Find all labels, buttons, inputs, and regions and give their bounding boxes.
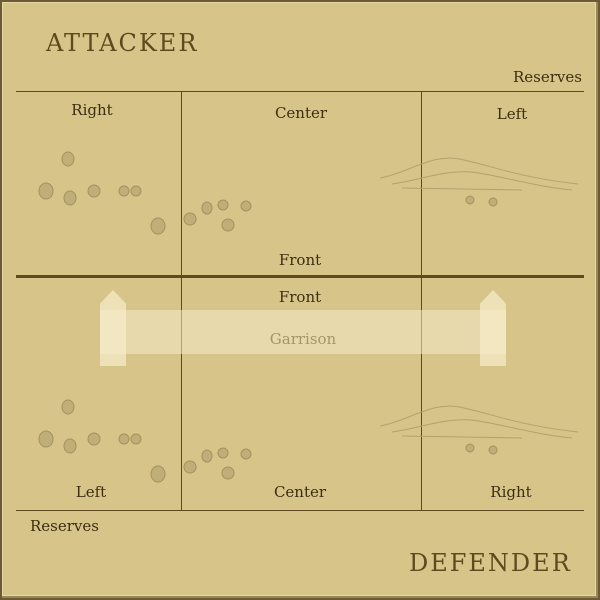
hill-icon-bottom [379, 405, 579, 439]
tree-icon-group-a [38, 151, 498, 235]
garrison-zone[interactable]: Garrison [100, 290, 506, 370]
hill-icon-top [379, 157, 579, 191]
garrison-tower-right [480, 290, 506, 366]
attacker-reserves-line [16, 91, 584, 92]
defender-reserves-zone[interactable]: Reserves [30, 517, 99, 535]
garrison-label: Garrison [269, 330, 337, 348]
defender-reserves-line [16, 510, 584, 511]
attacker-zone-center[interactable]: Center [274, 104, 328, 122]
defender-title: DEFENDER [409, 549, 572, 577]
attacker-title: ATTACKER [46, 29, 199, 57]
defender-zone-center[interactable]: Center [273, 483, 327, 501]
attacker-zone-right[interactable]: Right [71, 101, 113, 119]
defender-zone-right[interactable]: Right [490, 483, 532, 501]
center-divider-left [181, 92, 182, 510]
center-divider-right [421, 92, 422, 510]
attacker-reserves-zone[interactable]: Reserves [513, 68, 582, 86]
attacker-zone-front[interactable]: Front [278, 251, 322, 269]
garrison-wall [100, 310, 506, 354]
defender-zone-front[interactable]: Front [278, 288, 322, 306]
tree-icon-group-b [38, 399, 498, 483]
garrison-tower-left [100, 290, 126, 366]
attacker-zone-left[interactable]: Left [496, 105, 528, 123]
defender-zone-left[interactable]: Left [75, 483, 107, 501]
front-line [16, 275, 584, 278]
